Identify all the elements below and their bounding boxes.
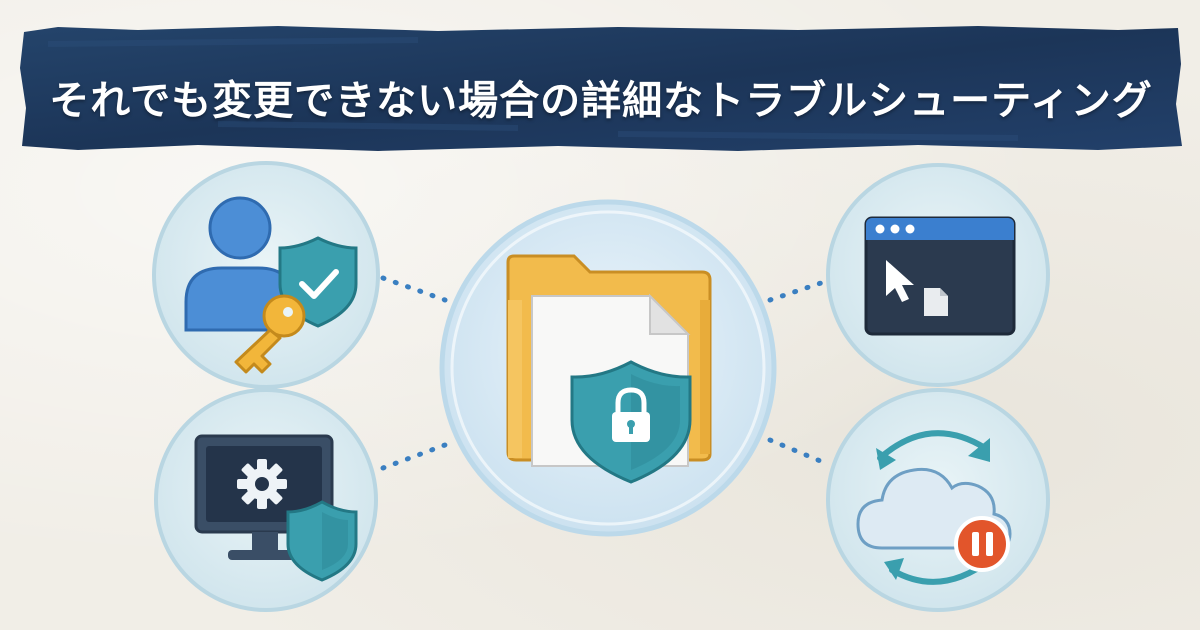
title-banner: それでも変更できない場合の詳細なトラブルシューティング xyxy=(18,24,1184,152)
connectors xyxy=(380,275,833,471)
connector-top-left xyxy=(380,275,448,303)
top-left-circle xyxy=(152,161,380,389)
bottom-left-circle xyxy=(154,388,378,612)
top-right-circle xyxy=(826,163,1050,387)
connector-top-right xyxy=(767,277,833,303)
bottom-right-circle xyxy=(826,388,1050,612)
page-title: それでも変更できない場合の詳細なトラブルシューティング xyxy=(49,78,1153,124)
user-key-shield-icon xyxy=(184,196,358,374)
connector-bottom-left xyxy=(380,442,448,471)
folder-lock-shield-icon xyxy=(506,254,712,484)
app-window-cursor-icon xyxy=(864,216,1016,336)
center-circle xyxy=(439,199,777,537)
connector-bottom-right xyxy=(767,437,833,468)
monitor-gear-shield-icon xyxy=(194,434,358,582)
cloud-sync-paused-icon xyxy=(856,430,1012,585)
